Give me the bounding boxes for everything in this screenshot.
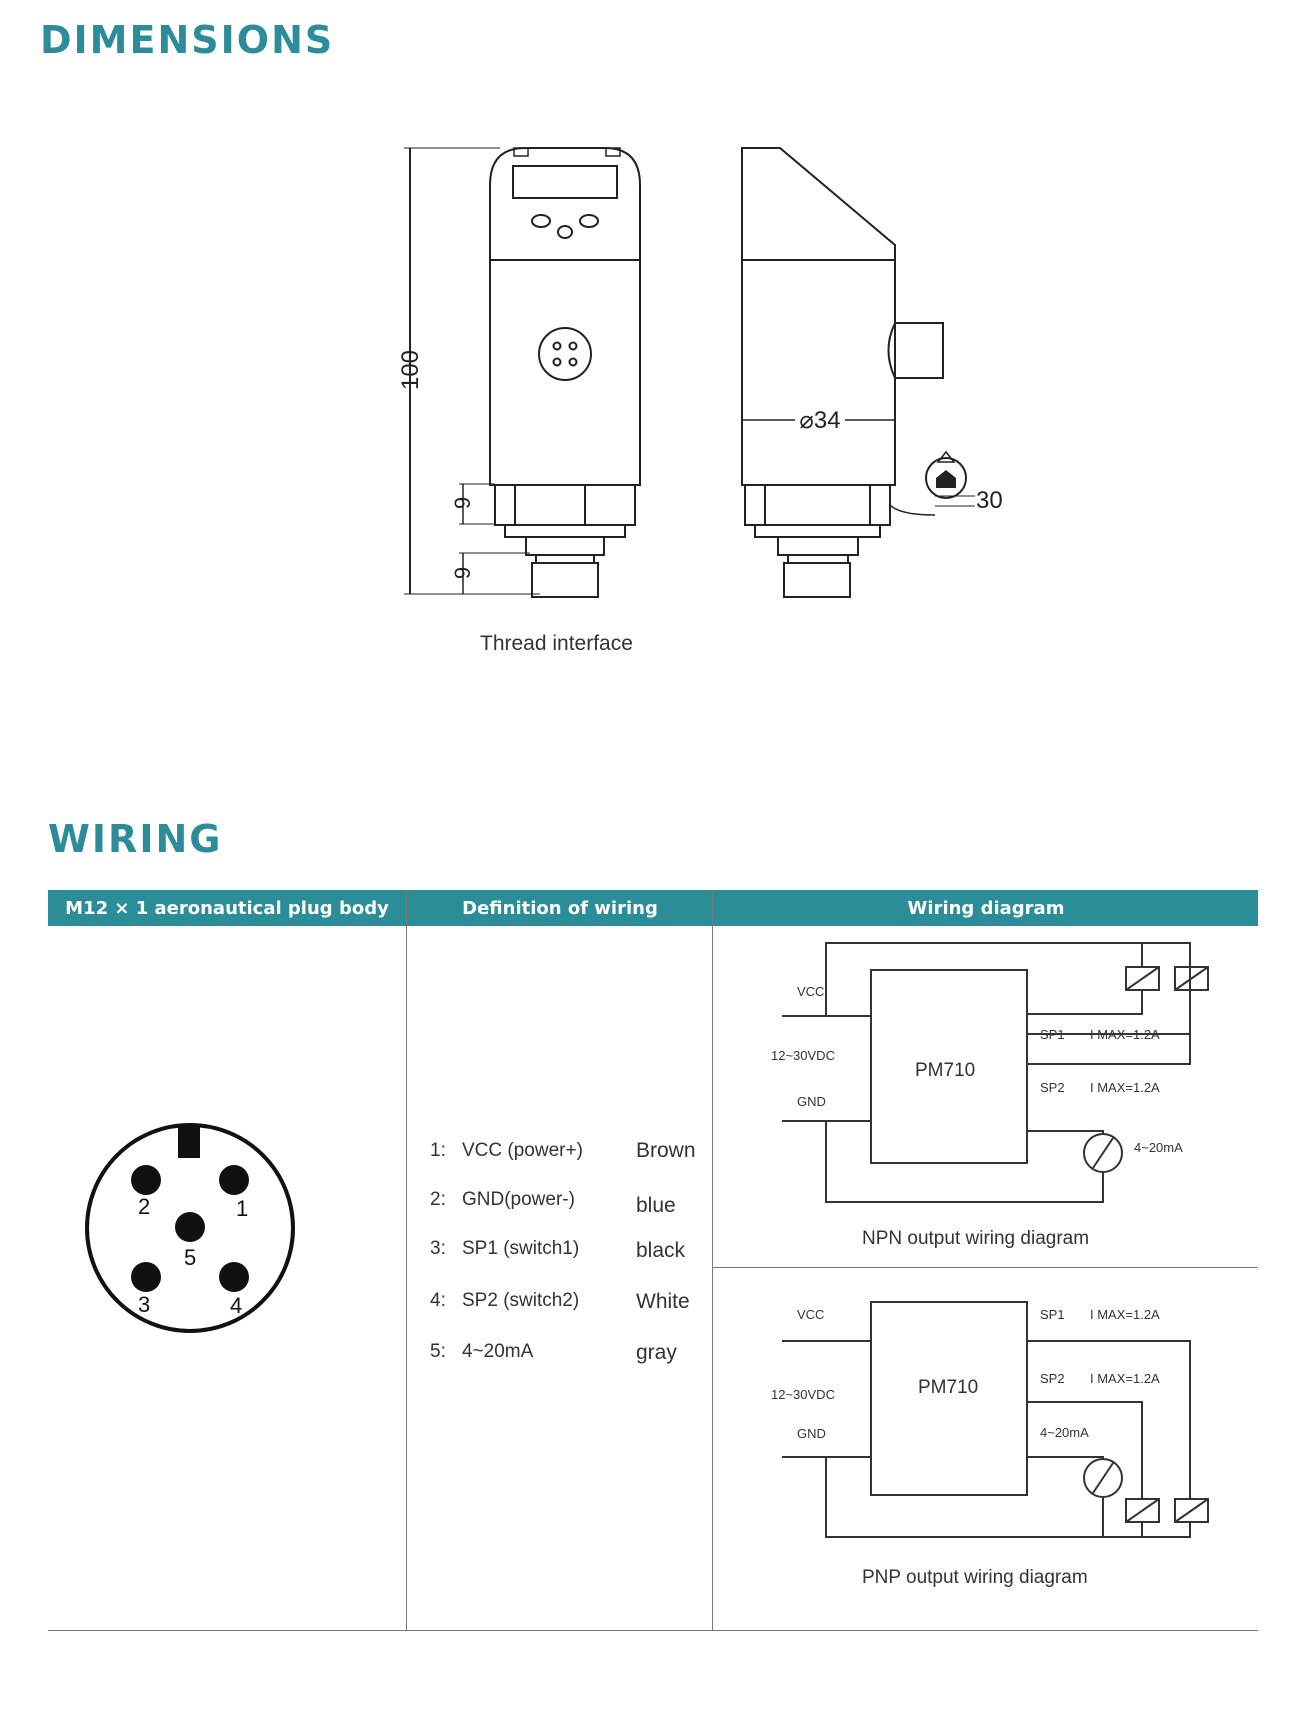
pnp-imax1-label: I MAX=1.2A xyxy=(1090,1307,1160,1322)
wire-definition: 4~20mA xyxy=(462,1341,534,1362)
current-meter-icon xyxy=(1083,1133,1123,1173)
npn-caption: NPN output wiring diagram xyxy=(862,1228,1090,1249)
table-bottom-border xyxy=(48,1630,1258,1631)
display-window xyxy=(512,165,618,199)
pnp-vcc-label: VCC xyxy=(797,1307,824,1322)
relay-icon xyxy=(1125,1498,1160,1523)
pin-2 xyxy=(131,1165,161,1195)
pin-1-label: 1 xyxy=(236,1196,248,1221)
wiring-table-header: M12 × 1 aeronautical plug body Definitio… xyxy=(48,890,1258,926)
column-divider xyxy=(712,890,713,1630)
wire-color: White xyxy=(636,1290,690,1313)
wire-definition: SP1 (switch1) xyxy=(462,1238,580,1259)
pnp-model-label: PM710 xyxy=(918,1377,978,1398)
wire-definition: VCC (power+) xyxy=(462,1140,583,1161)
wire-number: 3: xyxy=(430,1238,446,1259)
thread-interface-caption: Thread interface xyxy=(480,632,633,655)
pnp-supply-label: 12~30VDC xyxy=(771,1387,835,1402)
npn-sp1-label: SP1 xyxy=(1040,1027,1065,1042)
front-view: 9 9 xyxy=(450,147,641,598)
pin-5 xyxy=(175,1212,205,1242)
pnp-caption: PNP output wiring diagram xyxy=(862,1567,1088,1588)
thread-upper-label: 9 xyxy=(450,497,475,509)
wire-color: blue xyxy=(636,1194,676,1217)
npn-supply-label: 12~30VDC xyxy=(771,1048,835,1063)
diagram-divider xyxy=(712,1267,1258,1268)
m12-pin-diagram: 1 2 3 4 5 xyxy=(85,1123,295,1333)
diameter-label: ⌀34 xyxy=(799,407,840,434)
pin-3 xyxy=(131,1262,161,1292)
pnp-analog-label: 4~20mA xyxy=(1040,1425,1089,1440)
wire-number: 2: xyxy=(430,1189,446,1210)
npn-device-box xyxy=(870,969,1028,1164)
npn-imax1-label: I MAX=1.2A xyxy=(1090,1027,1160,1042)
pin-5-label: 5 xyxy=(184,1245,196,1270)
side-view: ⌀34 30 xyxy=(741,147,1003,598)
pin-4-label: 4 xyxy=(230,1293,242,1318)
npn-imax2-label: I MAX=1.2A xyxy=(1090,1080,1160,1095)
m12-socket xyxy=(538,327,592,381)
pin-3-label: 3 xyxy=(138,1292,150,1317)
wrench-size-label: 30 xyxy=(976,487,1003,514)
wire-definition: SP2 (switch2) xyxy=(462,1290,580,1311)
column-divider xyxy=(406,890,407,1630)
header-definition: Definition of wiring xyxy=(462,898,658,919)
relay-icon xyxy=(1174,1498,1209,1523)
thread-lower-label: 9 xyxy=(450,567,475,579)
wire-number: 4: xyxy=(430,1290,446,1311)
current-meter-icon xyxy=(1083,1458,1123,1498)
header-plug-body: M12 × 1 aeronautical plug body xyxy=(65,898,389,919)
pnp-sp2-label: SP2 xyxy=(1040,1371,1065,1386)
side-connector xyxy=(887,322,944,379)
npn-gnd-label: GND xyxy=(797,1094,826,1109)
pin-1 xyxy=(219,1165,249,1195)
npn-vcc-label: VCC xyxy=(797,984,824,999)
pnp-device-box xyxy=(870,1301,1028,1496)
pnp-gnd-label: GND xyxy=(797,1426,826,1441)
dimension-drawing: 100 9 9 ⌀34 xyxy=(397,147,1003,598)
pin-4 xyxy=(219,1262,249,1292)
wire-definition: GND(power-) xyxy=(462,1189,575,1210)
wire-number: 5: xyxy=(430,1341,446,1362)
wire-color: black xyxy=(636,1239,686,1262)
wire-color: gray xyxy=(636,1341,677,1364)
wire-number: 1: xyxy=(430,1140,446,1161)
npn-model-label: PM710 xyxy=(915,1060,975,1081)
wire-color: Brown xyxy=(636,1139,696,1162)
pnp-wiring-diagram: VCC 12~30VDC GND SP1 I MAX=1.2A SP2 I MA… xyxy=(771,1301,1209,1538)
relay-icon xyxy=(1174,966,1209,991)
npn-wiring-diagram: VCC 12~30VDC GND SP1 I MAX=1.2A SP2 I MA… xyxy=(771,942,1209,1203)
pnp-sp1-label: SP1 xyxy=(1040,1307,1065,1322)
key-notch xyxy=(178,1124,200,1158)
npn-analog-label: 4~20mA xyxy=(1134,1140,1183,1155)
pin-2-label: 2 xyxy=(138,1194,150,1219)
dimensions-title: DIMENSIONS xyxy=(40,18,335,62)
pnp-imax2-label: I MAX=1.2A xyxy=(1090,1371,1160,1386)
npn-sp2-label: SP2 xyxy=(1040,1080,1065,1095)
header-diagram: Wiring diagram xyxy=(907,898,1065,919)
wiring-title: WIRING xyxy=(48,817,223,861)
height-label: 100 xyxy=(397,350,424,390)
wrench-icon xyxy=(925,457,967,499)
